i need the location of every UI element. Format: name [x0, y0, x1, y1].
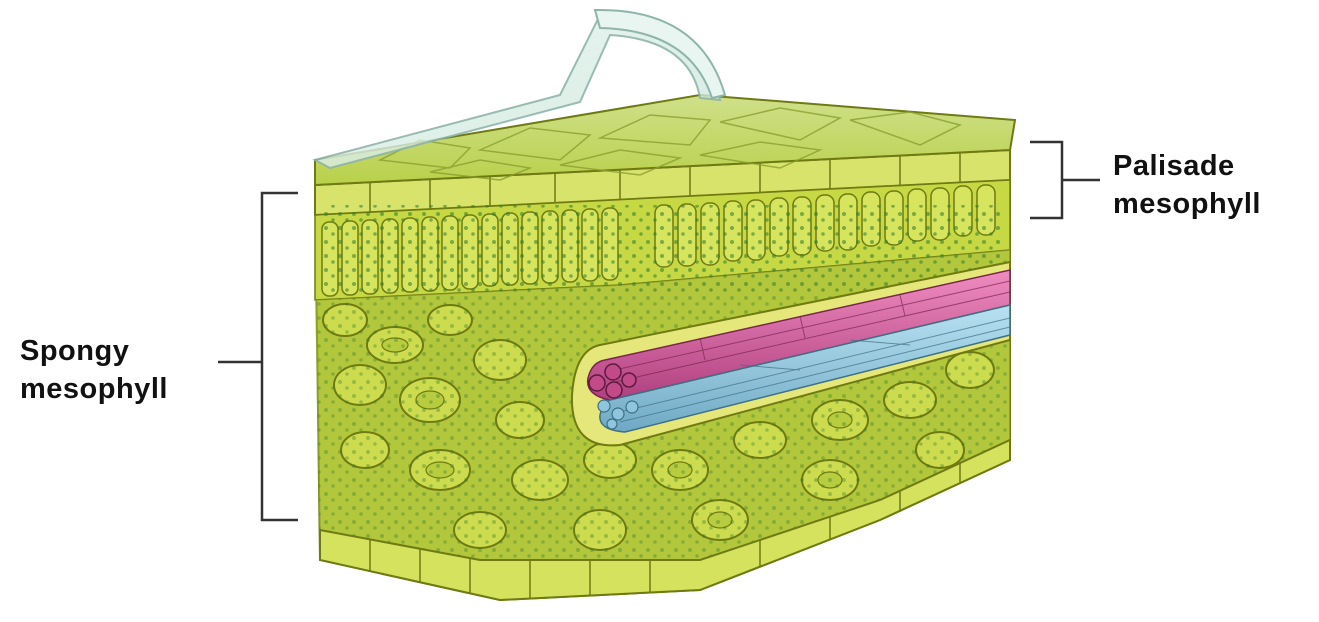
spongy-label-line2: mesophyll	[20, 370, 168, 408]
palisade-mesophyll-label: Palisade mesophyll	[1113, 147, 1261, 223]
palisade-label-line2: mesophyll	[1113, 185, 1261, 223]
palisade-label-line1: Palisade	[1113, 147, 1261, 185]
spongy-label-line1: Spongy	[20, 332, 168, 370]
palisade-bracket	[1030, 142, 1100, 218]
spongy-mesophyll-label: Spongy mesophyll	[20, 332, 168, 408]
spongy-bracket	[218, 193, 298, 520]
